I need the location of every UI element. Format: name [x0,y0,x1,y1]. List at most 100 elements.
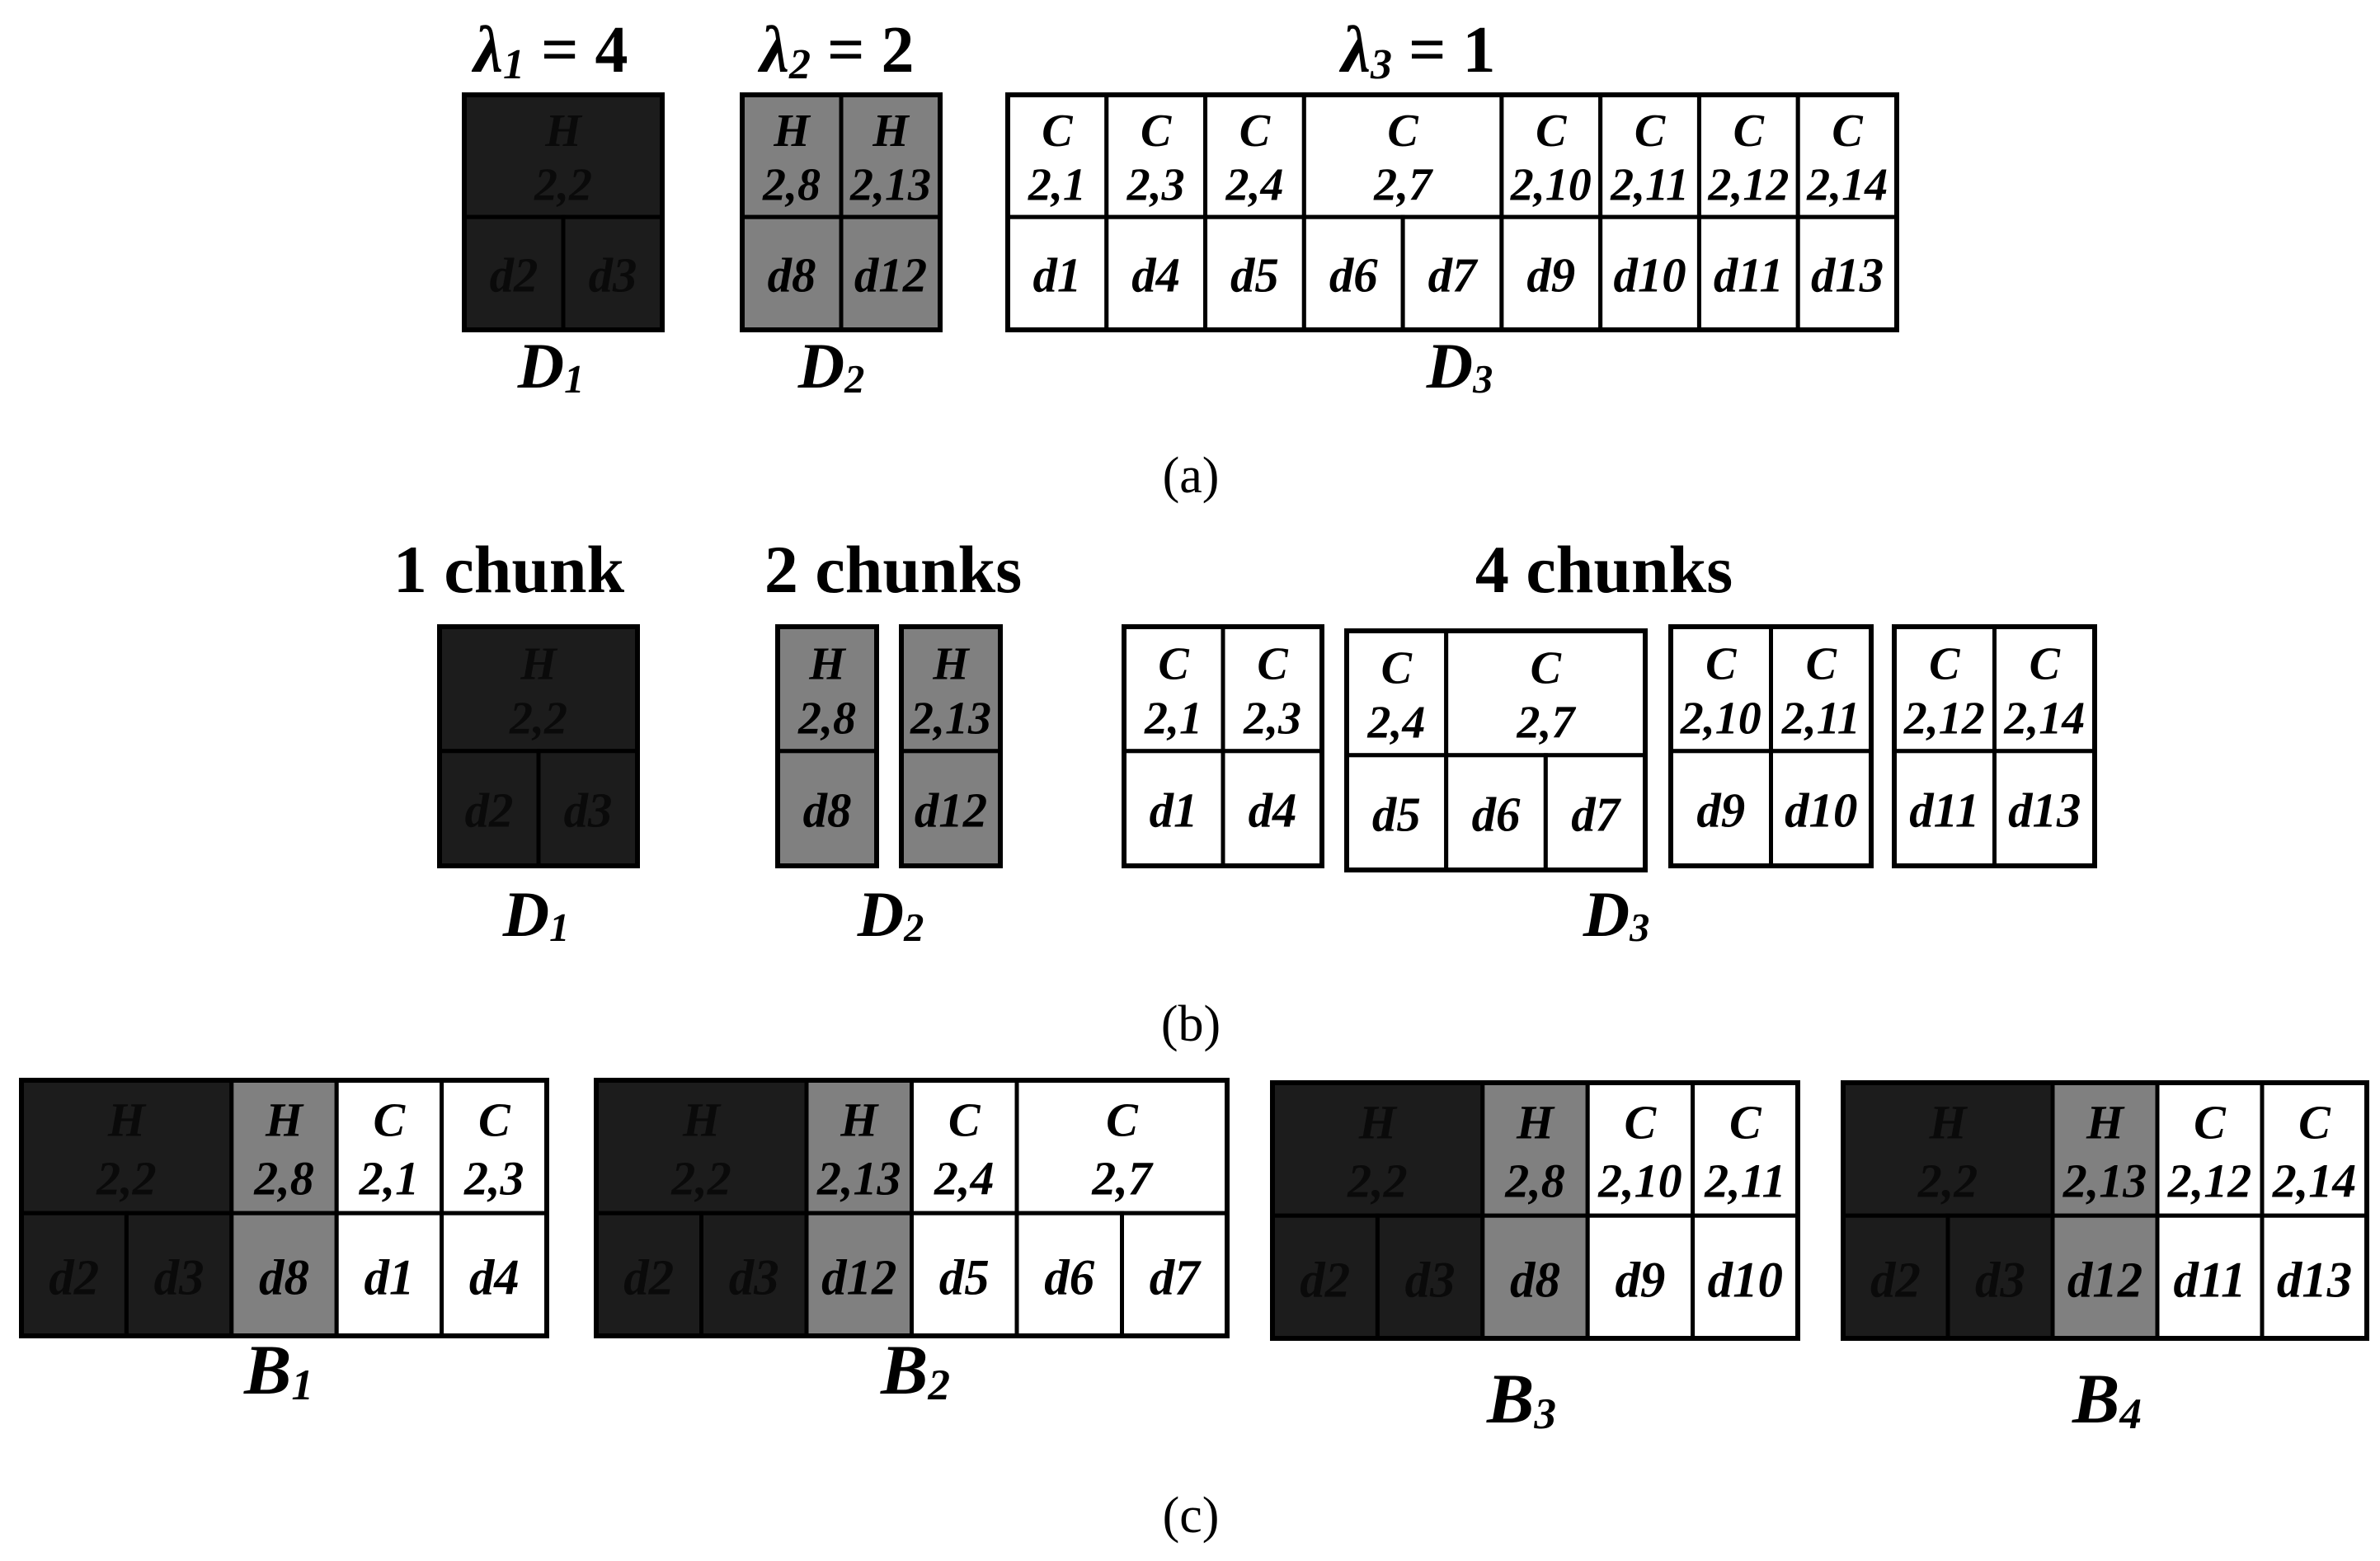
cell-label-letter: H [682,1093,722,1147]
cell-data-label: d5 [1372,788,1421,842]
header-b-3: 4 chunks [1475,532,1733,607]
cell-label-letter: C [1929,638,1960,689]
cell-data-label: d1 [364,1250,414,1305]
cell-label-index: 2,10 [1680,694,1761,745]
cell-data-label: d5 [939,1250,990,1305]
top-cell [19,1078,234,1215]
cell-data-label: d2 [490,248,539,302]
cell-label-index: 2,11 [1610,159,1689,210]
cell-label-letter: H [107,1093,147,1147]
cell-label-letter: C [1381,642,1413,694]
cell-data-label: d7 [1428,248,1479,302]
block-border [1668,624,1874,868]
cell-data-label: d2 [623,1250,674,1305]
cell-data-label: d8 [768,248,816,302]
cell-label-letter: C [2030,638,2061,689]
cell-label-letter: C [948,1093,981,1147]
cell-label-letter: H [2086,1096,2125,1150]
block-border [19,1078,549,1338]
cell-label-letter: C [374,1093,407,1147]
cell-label-index: 2,8 [762,159,821,210]
cell-data-label: d3 [1405,1253,1456,1308]
cell-label-letter: H [1358,1096,1398,1150]
cell-data-label: d9 [1696,784,1745,838]
cell-label-index: 2,12 [1707,159,1789,210]
bottom-cell [2260,1213,2369,1341]
cell-data-label: d10 [1708,1253,1783,1308]
cell-data-label: d2 [1870,1253,1921,1308]
cell-data-label: d13 [2277,1253,2352,1308]
cell-label-letter: C [1141,106,1172,157]
block-border [1841,1080,2369,1341]
cell-data-label: d12 [854,248,927,302]
bottom-cell [1543,753,1648,872]
cell-data-label: d10 [1613,248,1686,302]
cell-label-letter: H [808,638,846,689]
cell-data-label: d11 [1909,784,1979,838]
cell-label-letter: C [1106,1093,1139,1147]
top-cell [1104,92,1208,219]
cell-label-letter: C [1705,638,1737,689]
cell-label-letter: C [1625,1096,1658,1150]
cell-label-index: 2,2 [1347,1154,1408,1208]
top-cell [1014,1078,1230,1215]
cell-label-letter: H [1516,1096,1555,1150]
cell-label-letter: H [265,1093,304,1147]
top-cell [1203,92,1306,219]
top-cell [1221,624,1324,754]
label-a-3: D3 [1426,330,1493,402]
header-a-3: λ3 = 1 [1338,14,1495,88]
cell-label-letter: C [478,1093,511,1147]
cell-data-label: d2 [1300,1253,1350,1308]
cell-label-letter: H [773,106,811,157]
cell-label-index: 2,4 [1366,698,1425,749]
cell-data-label: d8 [803,784,852,838]
cell-label-letter: C [1729,1096,1762,1150]
header-a-2: λ2 = 2 [757,14,914,88]
bottom-cell [839,214,943,332]
top-cell [462,92,665,219]
cell-label-index: 2,4 [1225,159,1283,210]
cell-label-letter: H [840,1093,879,1147]
label-c-4: B4 [2072,1359,2142,1438]
cell-label-index: 2,2 [534,159,592,210]
cell-label-index: 2,13 [849,159,931,210]
cell-data-label: d13 [2008,784,2081,838]
top-cell [1795,92,1899,219]
label-a-2: D2 [797,330,865,402]
cell-label-index: 2,10 [1597,1154,1682,1208]
cell-data-label: d8 [259,1250,309,1305]
cell-data-label: d6 [1472,788,1521,842]
header-b-2: 2 chunks [764,532,1022,607]
cell-label-letter: H [872,106,910,157]
cell-data-label: d9 [1526,248,1575,302]
cell-label-letter: H [932,638,970,689]
cell-data-label: d13 [1811,248,1884,302]
bottom-cell [910,1211,1019,1338]
cell-label-letter: C [1832,106,1863,157]
cell-data-label: d3 [729,1250,779,1305]
block-border [899,624,1003,868]
bottom-cell [1769,749,1874,868]
cell-data-label: d3 [589,248,637,302]
cell-label-index: 2,8 [797,694,856,745]
block-border [1122,624,1324,868]
block-border [594,1078,1230,1338]
cell-label-index: 2,14 [1806,159,1888,210]
cell-label-index: 2,14 [2272,1154,2357,1208]
bottom-cell [1122,749,1225,868]
bottom-cell [1400,214,1504,332]
bottom-cell [899,749,1003,868]
cell-data-label: d11 [2174,1253,2246,1308]
cell-data-label: d3 [1975,1253,2025,1308]
cell-label-index: 2,13 [910,694,991,745]
cell-label-index: 2,8 [1504,1154,1565,1208]
